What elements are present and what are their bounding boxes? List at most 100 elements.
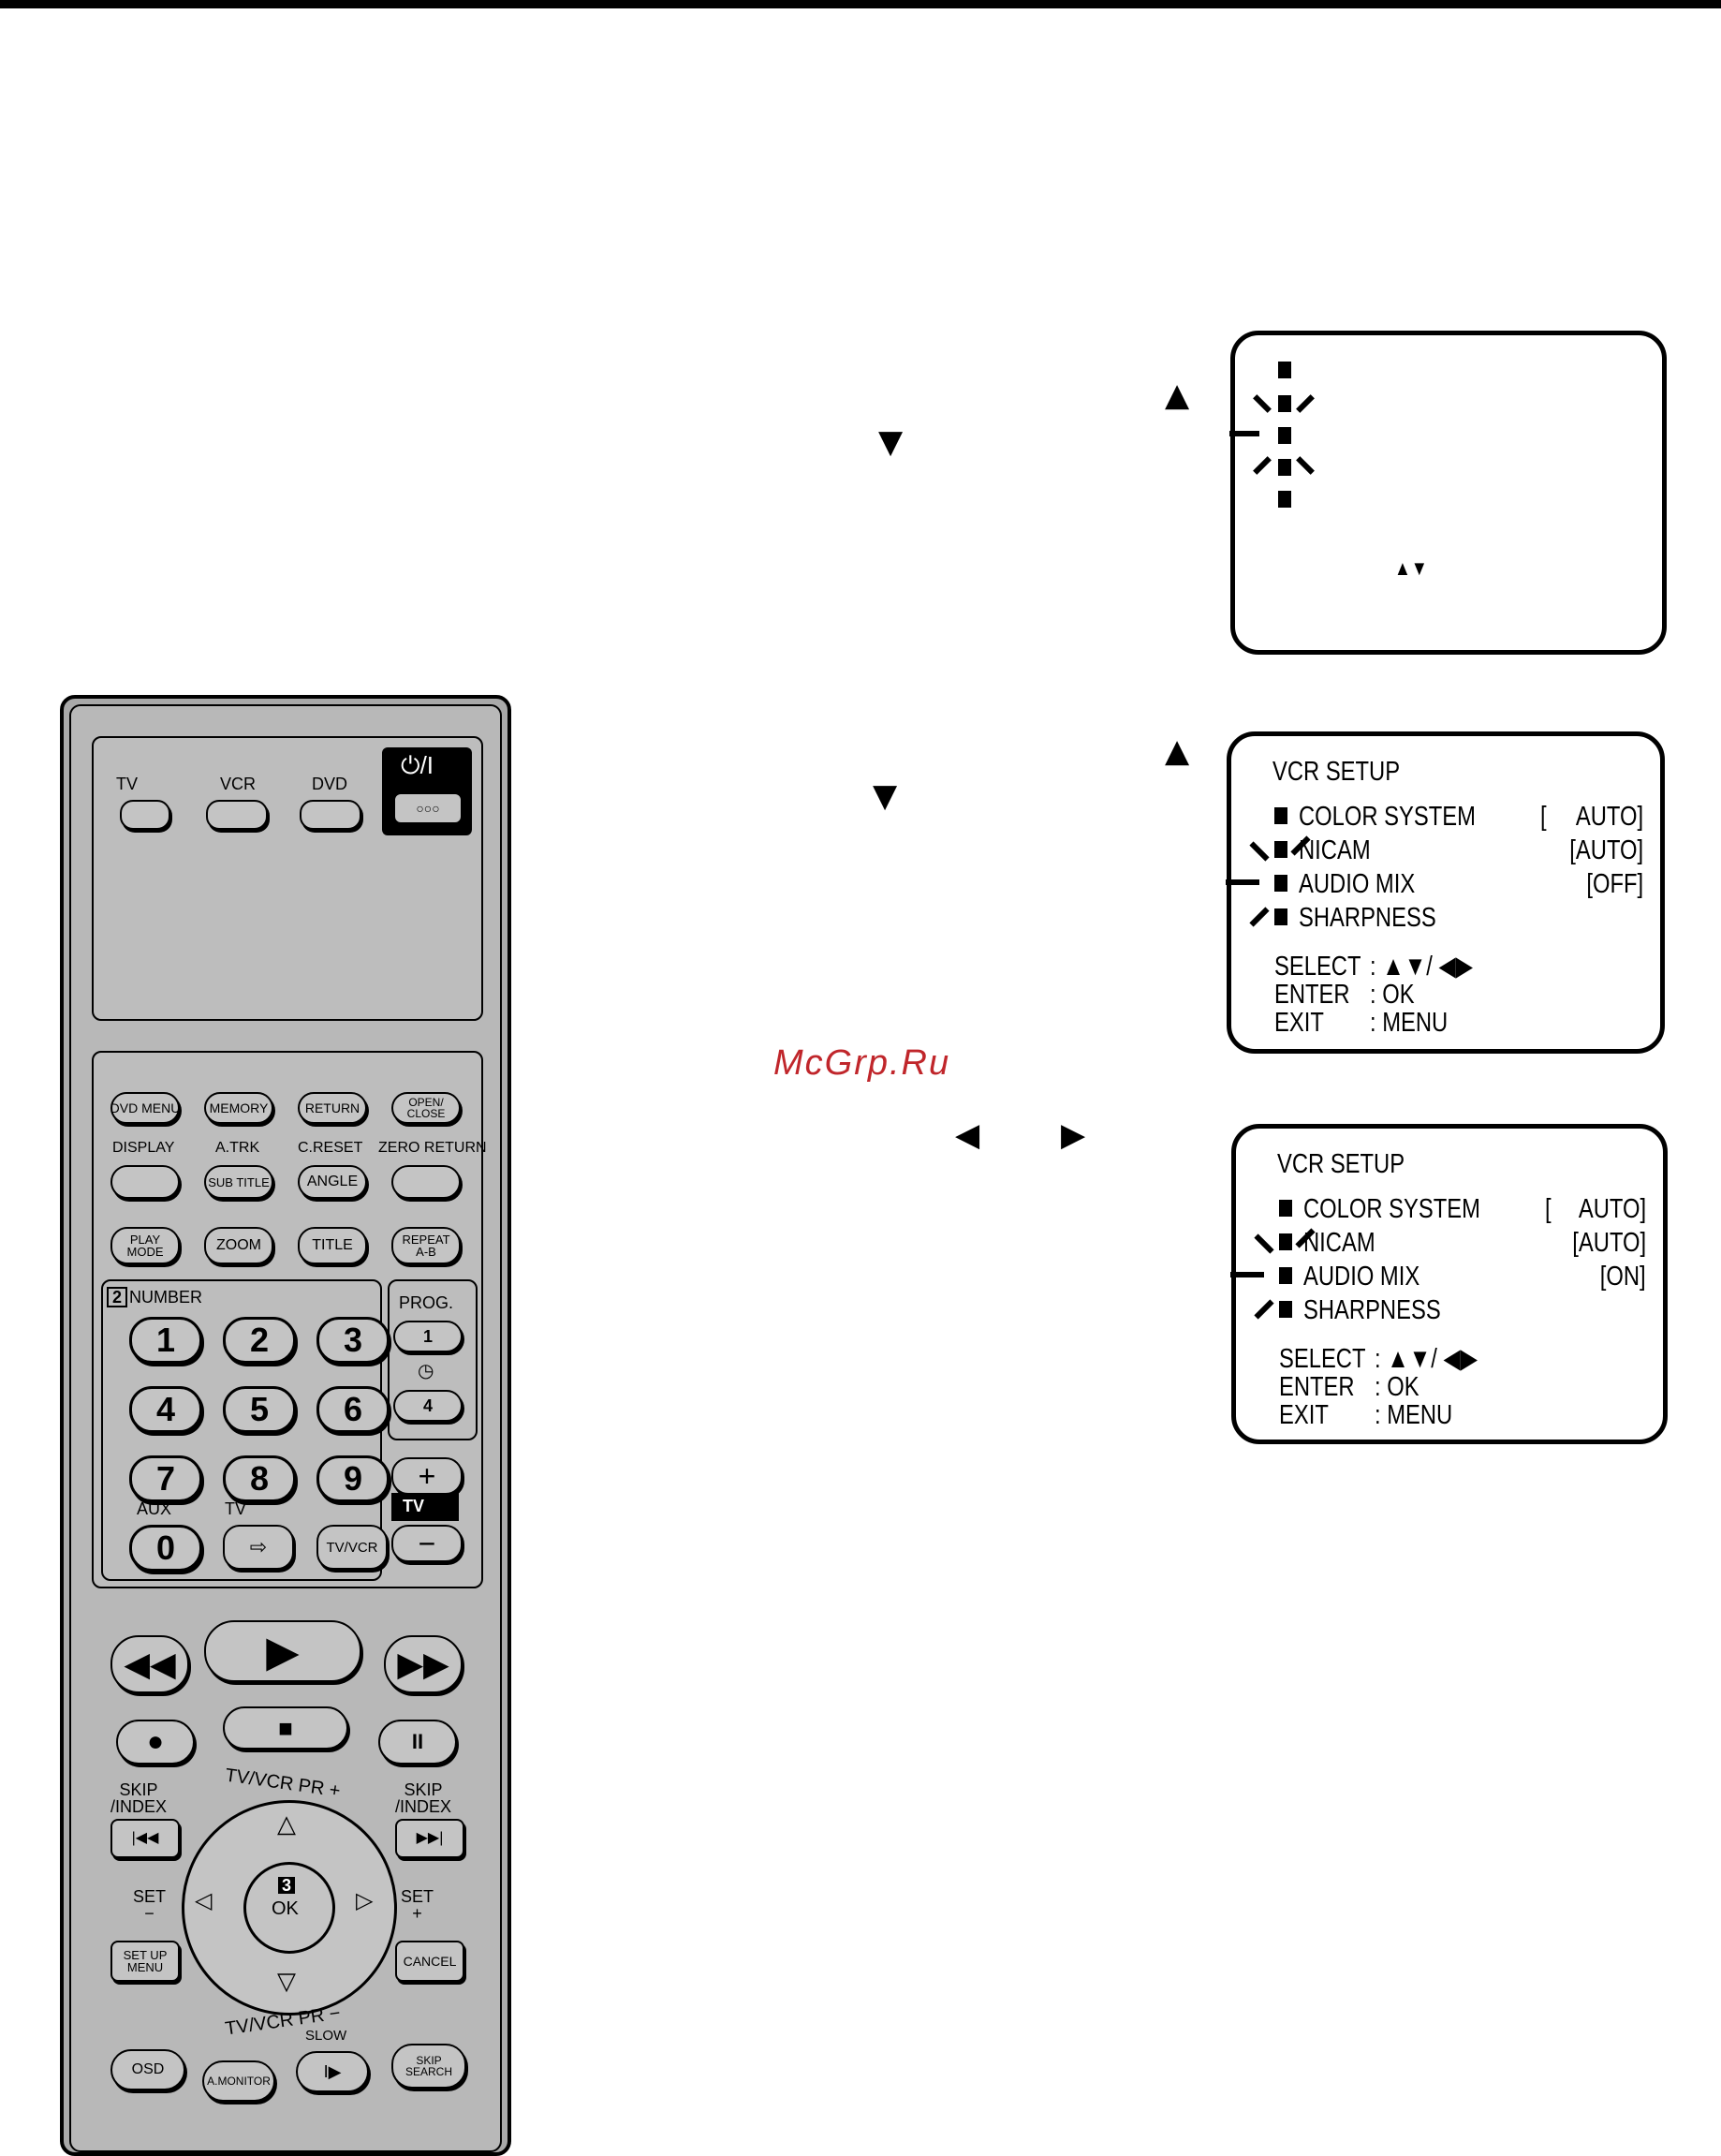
help-exit-key: EXIT [1279,1400,1329,1430]
menu-item-nicam: NICAM [1299,835,1371,865]
play-button[interactable]: ▶ [204,1620,361,1682]
creset-label: C.RESET [298,1140,363,1156]
ok-label: OK [272,1898,299,1919]
prog-1-button[interactable]: 1 [393,1321,463,1352]
osd-title: VCR SETUP [1272,757,1401,787]
watermark: McGrp.Ru [773,1043,951,1083]
help-enter-key: ENTER [1279,1372,1355,1402]
menu-item-color-system: COLOR SYSTEM [1303,1194,1480,1224]
digit-8-button[interactable]: 8 [223,1455,296,1502]
mode-vcr-label: VCR [220,775,257,793]
help-exit-value: : MENU [1375,1400,1453,1430]
record-button[interactable]: ● [116,1720,195,1765]
zero-return-button[interactable] [391,1165,461,1199]
value-nicam: [AUTO] [1569,835,1643,865]
help-select-value: : ▲▼/ ◀▶ [1370,952,1474,982]
digit-1-button[interactable]: 1 [129,1317,202,1364]
help-exit-key: EXIT [1274,1008,1324,1038]
digit-3-button[interactable]: 3 [316,1317,390,1364]
input-icon[interactable]: ⇨ [223,1525,294,1570]
osd-screen-3: VCR SETUP COLOR SYSTEM [ AUTO] NICAM [AU… [1230,1124,1668,1444]
repeat-ab-button[interactable]: REPEAT A-B [391,1227,461,1264]
osd-screen-1: ▲▼ [1229,331,1667,655]
zero-return-label: ZERO RETURN [378,1140,487,1156]
down-arrow-icon: ▼ [873,777,898,815]
dots-button[interactable]: ○○○ [393,792,463,824]
value-color-system: AUTO] [1575,802,1643,832]
return-button[interactable]: RETURN [298,1092,367,1124]
stop-button[interactable]: ■ [223,1706,348,1750]
skip-search-button[interactable]: SKIP SEARCH [391,2044,466,2089]
nav-right-icon[interactable]: ▷ [356,1888,374,1913]
digit-6-button[interactable]: 6 [316,1386,390,1433]
display-button[interactable] [110,1165,180,1199]
volume-up-button[interactable]: + [391,1457,463,1495]
open-close-button[interactable]: OPEN/ CLOSE [391,1092,461,1124]
skip-back-button[interactable]: |◀◀ [110,1819,180,1858]
skip-forward-button[interactable]: ▶▶| [395,1819,464,1858]
set-minus-label: SET − [133,1887,167,1923]
number-badge: 2 [107,1287,127,1307]
digit-4-button[interactable]: 4 [129,1386,202,1433]
rewind-button[interactable]: ◀◀ [110,1635,189,1693]
skip-index-right-label: SKIP /INDEX [395,1780,452,1816]
help-select-key: SELECT [1274,952,1361,982]
nav-down-icon[interactable]: ▽ [277,1967,296,1995]
up-arrow-icon: ▲ [1165,732,1190,770]
cancel-button[interactable]: CANCEL [395,1941,464,1982]
mode-dvd-label: DVD [312,775,348,793]
zoom-button[interactable]: ZOOM [204,1227,273,1264]
osd-button[interactable]: OSD [110,2049,185,2090]
menu-item-audio-mix: AUDIO MIX [1299,869,1416,899]
digit-7-button[interactable]: 7 [129,1455,202,1502]
digit-5-button[interactable]: 5 [223,1386,296,1433]
top-rule [0,0,1721,8]
right-arrow-icon: ▶ [1061,1116,1086,1154]
bracket: [ [1545,1194,1552,1224]
atrk-label: A.TRK [215,1140,260,1156]
select-arrows: ▲▼ [1394,556,1428,580]
nav-left-icon[interactable]: ◁ [195,1888,213,1913]
memory-button[interactable]: MEMORY [204,1092,273,1124]
tvvcr-button[interactable]: TV/VCR [316,1525,388,1570]
setup-menu-button[interactable]: SET UP MENU [110,1941,180,1982]
bracket: [ [1540,802,1547,832]
timer-icon: ◷ [418,1361,434,1381]
menu-item-nicam: NICAM [1303,1228,1375,1258]
amonitor-button[interactable]: A.MONITOR [202,2060,275,2102]
title-button[interactable]: TITLE [298,1227,367,1264]
pause-button[interactable]: II [378,1720,457,1765]
down-arrow-icon: ▼ [878,423,904,461]
value-nicam: [AUTO] [1572,1228,1646,1258]
prog-4-button[interactable]: 4 [393,1390,463,1422]
value-color-system: AUTO] [1578,1194,1646,1224]
power-button[interactable]: ⏻/I [401,751,434,779]
set-plus-label: SET + [401,1887,434,1923]
up-arrow-icon: ▲ [1165,377,1190,414]
value-audio-mix: [ON] [1600,1262,1646,1292]
osd-screen-2: VCR SETUP COLOR SYSTEM [ AUTO] NICAM [AU… [1226,731,1665,1054]
angle-button[interactable]: ANGLE [298,1165,367,1199]
subtitle-button[interactable]: SUB TITLE [204,1165,273,1199]
mode-tv-label: TV [116,775,139,793]
left-arrow-icon: ◀ [955,1116,980,1154]
menu-item-color-system: COLOR SYSTEM [1299,802,1476,832]
dvd-menu-button[interactable]: DVD MENU [110,1092,180,1124]
slow-button[interactable]: I▶ [296,2051,369,2092]
remote-control: TV VCR DVD ⏻/I ○○○ DVD MENU MEMORY RETUR… [60,695,511,2156]
help-enter-value: : OK [1370,980,1415,1010]
mode-tv-switch[interactable] [120,800,170,830]
ok-badge: 3 [278,1877,295,1894]
mode-vcr-button[interactable] [206,800,268,830]
menu-item-sharpness: SHARPNESS [1299,903,1436,933]
digit-9-button[interactable]: 9 [316,1455,390,1502]
nav-up-icon[interactable]: △ [277,1809,296,1838]
fast-forward-button[interactable]: ▶▶ [384,1635,463,1693]
play-mode-button[interactable]: PLAY MODE [110,1227,180,1264]
digit-0-button[interactable]: 0 [129,1525,202,1572]
digit-2-button[interactable]: 2 [223,1317,296,1364]
help-enter-value: : OK [1375,1372,1419,1402]
volume-down-button[interactable]: − [391,1525,463,1562]
menu-item-sharpness: SHARPNESS [1303,1295,1441,1325]
mode-dvd-button[interactable] [300,800,361,830]
